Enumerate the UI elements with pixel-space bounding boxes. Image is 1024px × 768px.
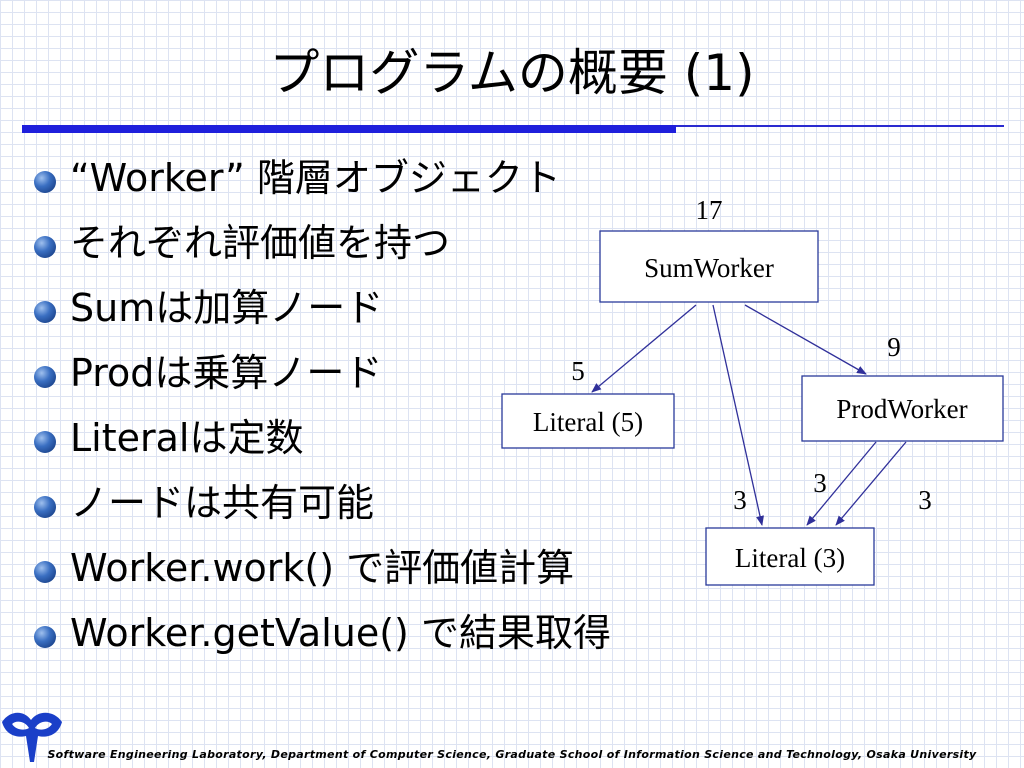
- node-label: Literal (5): [533, 407, 643, 437]
- node-literal-5: Literal (5): [501, 393, 675, 449]
- node-box: [501, 393, 675, 449]
- bullet-text: “Worker” 階層オブジェクト: [70, 156, 561, 200]
- sphere-bullet-icon: [34, 496, 56, 518]
- sphere-bullet-icon: [34, 236, 56, 258]
- bullet-item: ノードは共有可能: [30, 475, 611, 540]
- edge-sum-to-prod: [744, 304, 867, 375]
- title-underline-thin: [676, 125, 1004, 127]
- bullet-item: Worker.work() で評価値計算: [30, 540, 611, 605]
- node-label: ProdWorker: [836, 394, 967, 424]
- node-sum-worker: SumWorker: [599, 230, 819, 303]
- bullet-text: Prodは乗算ノード: [70, 351, 383, 395]
- bullet-item: Sumは加算ノード: [30, 280, 611, 345]
- bullet-text: それぞれ評価値を持つ: [70, 221, 451, 265]
- footer-text: Software Engineering Laboratory, Departm…: [47, 748, 977, 761]
- node-box: [599, 230, 819, 303]
- edge-value-label: 3: [733, 485, 747, 515]
- sphere-bullet-icon: [34, 561, 56, 583]
- edge-value-label: 3: [813, 468, 827, 498]
- node-label: Literal (3): [735, 543, 845, 573]
- bullet-item: Worker.getValue() で結果取得: [30, 605, 611, 670]
- bullet-item: Prodは乗算ノード: [30, 345, 611, 410]
- title-underline-thick: [22, 125, 676, 133]
- bullet-text: Sumは加算ノード: [70, 286, 384, 330]
- sphere-bullet-icon: [34, 626, 56, 648]
- bullet-text: Literalは定数: [70, 416, 304, 460]
- node-prod-worker: ProdWorker: [801, 375, 1004, 442]
- edge-prod-to-literal3-a: [806, 441, 877, 526]
- node-literal-3: Literal (3): [705, 527, 875, 586]
- university-logo-icon: [2, 712, 62, 762]
- prod-worker-value: 9: [887, 332, 901, 362]
- node-box: [801, 375, 1004, 442]
- edge-value-label: 3: [918, 485, 932, 515]
- sphere-bullet-icon: [34, 366, 56, 388]
- node-label: SumWorker: [644, 253, 774, 283]
- literal-5-value: 5: [571, 356, 585, 386]
- bullet-list: “Worker” 階層オブジェクト それぞれ評価値を持つ Sumは加算ノード P…: [30, 150, 611, 670]
- bullet-item: それぞれ評価値を持つ: [30, 215, 611, 280]
- slide-title: プログラムの概要 (1): [269, 44, 755, 102]
- sphere-bullet-icon: [34, 171, 56, 193]
- bullet-item: Literalは定数: [30, 410, 611, 475]
- node-box: [705, 527, 875, 586]
- bullet-item: “Worker” 階層オブジェクト: [30, 150, 611, 215]
- sphere-bullet-icon: [34, 301, 56, 323]
- edge-sum-to-literal3: [712, 304, 764, 526]
- sum-worker-value: 17: [696, 195, 723, 225]
- bullet-text: ノードは共有可能: [70, 481, 375, 525]
- sphere-bullet-icon: [34, 431, 56, 453]
- edge-sum-to-literal5: [591, 304, 697, 393]
- bullet-text: Worker.getValue() で結果取得: [70, 611, 611, 655]
- bullet-text: Worker.work() で評価値計算: [70, 546, 575, 590]
- edge-prod-to-literal3-b: [835, 441, 907, 526]
